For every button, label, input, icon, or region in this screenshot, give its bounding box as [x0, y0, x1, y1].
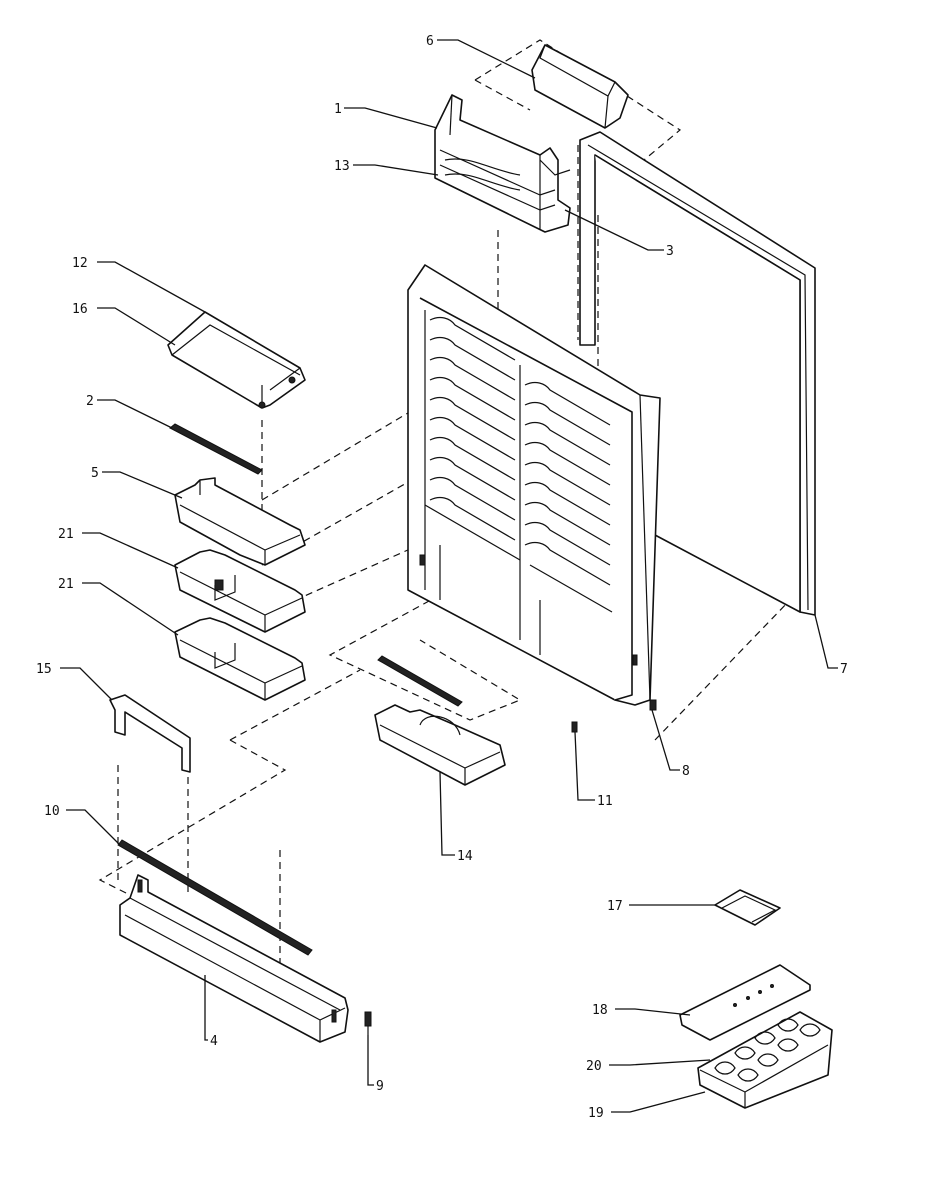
callout-10: 10	[44, 804, 60, 819]
callout-12: 12	[72, 256, 88, 271]
part-18-ice-cover	[679, 964, 811, 1041]
part-7-door-panel	[579, 131, 816, 616]
part-10-rail	[117, 839, 313, 956]
part-5-door-bin	[174, 477, 306, 566]
callout-6: 6	[426, 34, 434, 49]
part-21-door-bin-lower	[174, 617, 306, 701]
callout-21-lower: 21	[58, 577, 74, 592]
left-shelf-ribs	[429, 316, 516, 541]
callout-20: 20	[586, 1059, 602, 1074]
callout-18: 18	[592, 1003, 608, 1018]
right-shelf-ribs	[524, 381, 611, 586]
part-19-ice-bin	[697, 1011, 833, 1109]
callout-21-upper: 21	[58, 527, 74, 542]
part-11-screw	[571, 721, 578, 733]
part-14-small-bin	[374, 655, 506, 786]
part-17-tray	[714, 889, 781, 926]
part-15-bracket	[109, 694, 191, 773]
callout-5: 5	[91, 466, 99, 481]
part-1-shelf-unit	[434, 94, 571, 233]
part-6-cover	[531, 44, 629, 129]
callout-1: 1	[334, 102, 342, 117]
callout-11: 11	[597, 794, 613, 809]
callout-2: 2	[86, 394, 94, 409]
callout-13: 13	[334, 159, 350, 174]
cabinet-liner	[407, 264, 661, 706]
part-20-ice-cubes	[714, 1018, 821, 1082]
callout-17: 17	[607, 899, 623, 914]
callout-3: 3	[666, 244, 674, 259]
part-8-hinge	[649, 699, 657, 711]
callout-8: 8	[682, 764, 690, 779]
callout-15: 15	[36, 662, 52, 677]
callout-7: 7	[840, 662, 848, 677]
part-4-bottom-bin	[119, 874, 349, 1043]
callout-14: 14	[457, 849, 473, 864]
callout-9: 9	[376, 1079, 384, 1094]
callout-4: 4	[210, 1034, 218, 1049]
part-2-bar	[169, 423, 263, 475]
callout-19: 19	[588, 1106, 604, 1121]
part-12-shelf-cover	[167, 311, 306, 409]
leader-lines	[60, 39, 838, 1113]
callout-16: 16	[72, 302, 88, 317]
callout-labels: 6 1 13 3 12 16 2 5 21 21 15 7 8 11 14 10…	[36, 34, 848, 1121]
part-21-door-bin-upper	[174, 549, 306, 633]
part-9-clip	[364, 1011, 372, 1035]
